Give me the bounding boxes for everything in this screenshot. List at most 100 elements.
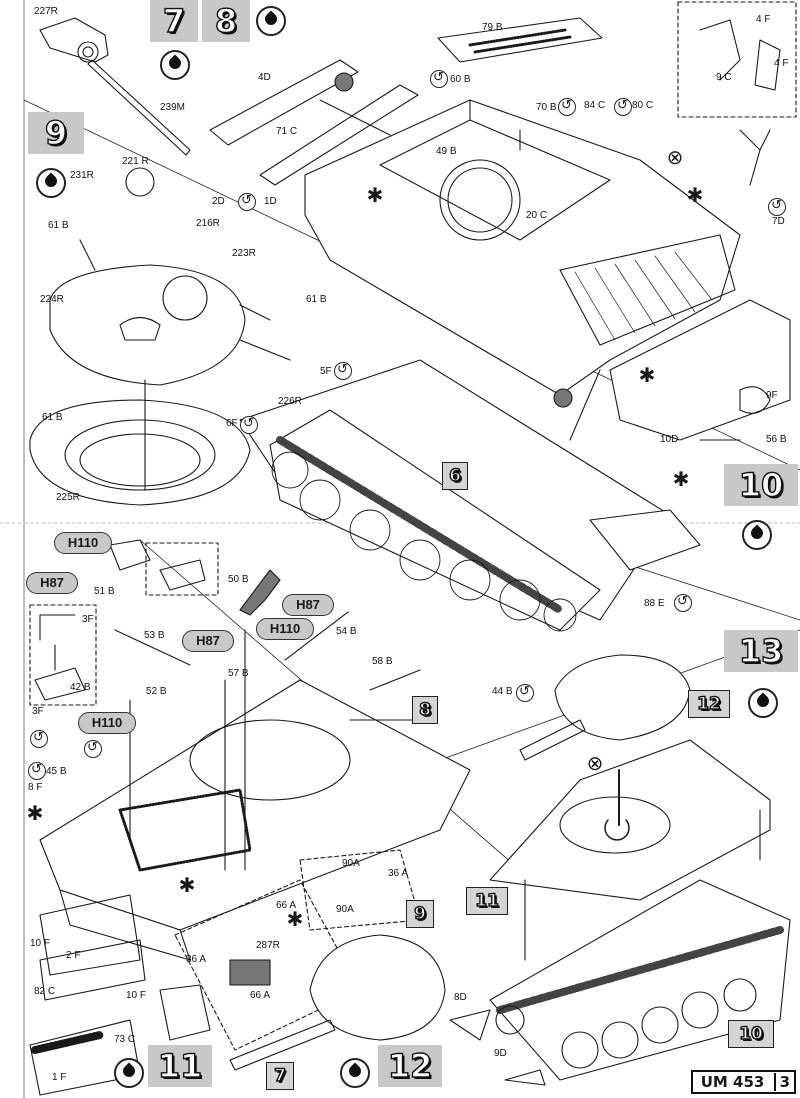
kit-code: UM 453 — [700, 1073, 765, 1091]
part-label: 61 B — [306, 294, 327, 305]
part-label: 60 B — [450, 74, 471, 85]
part-label: 56 B — [766, 434, 787, 445]
part-label: 79 B — [482, 22, 503, 33]
part-label: 84 C — [584, 100, 606, 111]
ref-step-6: 6 — [442, 462, 468, 490]
part-label: 8D — [454, 992, 467, 1003]
part-label: 61 B — [42, 412, 63, 423]
color-tag: H110 — [54, 532, 112, 554]
glue-circle-icon — [674, 593, 692, 612]
part-label: 1 F — [52, 1072, 67, 1083]
part-label: 2 F — [66, 950, 81, 961]
cement-star-icon: ✱ — [638, 365, 656, 387]
part-label: 221 R — [122, 156, 149, 167]
step-13-header: 13 — [724, 630, 798, 672]
step-11-header: 11 — [148, 1045, 212, 1087]
part-label: 4D — [258, 72, 271, 83]
page-number: 3 — [773, 1073, 790, 1091]
do-not-glue-icon: ⊗ — [586, 753, 604, 775]
part-label: 8 F — [28, 782, 43, 793]
part-label: 3F — [32, 706, 44, 717]
page-footer: UM 453 3 — [690, 1070, 796, 1094]
part-label: 9D — [494, 1048, 507, 1059]
part-label: 45 B — [46, 766, 67, 777]
part-label: 7D — [772, 216, 785, 227]
do-not-glue-icon: ⊗ — [666, 147, 684, 169]
part-label: 216R — [196, 218, 220, 229]
cement-star-icon: ✱ — [26, 803, 44, 825]
ref-step-8: 8 — [412, 696, 438, 724]
glue-drop-icon — [160, 50, 190, 80]
part-label: 54 B — [336, 626, 357, 637]
step-12-header: 12 — [378, 1045, 442, 1087]
part-label: 6F — [226, 418, 238, 429]
part-label: 58 B — [372, 656, 393, 667]
part-label: 5F — [320, 366, 332, 377]
glue-drop-icon — [36, 168, 66, 198]
part-label: 1D — [264, 196, 277, 207]
ref-step-10: 10 — [728, 1020, 774, 1048]
cement-star-icon: ✱ — [178, 875, 196, 897]
cement-star-icon: ✱ — [286, 909, 304, 931]
part-label: 224R — [40, 294, 64, 305]
part-label: 49 B — [436, 146, 457, 157]
part-label: 90A — [336, 904, 354, 915]
part-label: 66 A — [250, 990, 271, 1001]
part-label: 226R — [278, 396, 302, 407]
glue-drop-icon — [340, 1058, 370, 1088]
part-label: 82 C — [34, 986, 56, 997]
part-label: 287R — [256, 940, 280, 951]
glue-circle-icon — [238, 192, 256, 211]
part-label: 51 B — [94, 586, 115, 597]
glue-drop-icon — [256, 6, 286, 36]
ref-step-11: 11 — [466, 887, 508, 915]
part-label: 10 F — [126, 990, 147, 1001]
glue-circle-icon — [614, 97, 632, 116]
cement-star-icon: ✱ — [686, 185, 704, 207]
part-label: 20 C — [526, 210, 548, 221]
glue-drop-icon — [742, 520, 772, 550]
part-label: 36 A — [186, 954, 207, 965]
color-tag: H110 — [78, 712, 136, 734]
part-label: 10D — [660, 434, 679, 445]
glue-circle-icon — [28, 761, 46, 780]
part-label: 4 F — [774, 58, 789, 69]
step-10-header: 10 — [724, 464, 798, 506]
glue-circle-icon — [430, 69, 448, 88]
part-label: 239M — [160, 102, 186, 113]
part-label: 50 B — [228, 574, 249, 585]
part-label: 3F — [82, 614, 94, 625]
part-label: 53 B — [144, 630, 165, 641]
glue-circle-icon — [84, 739, 102, 758]
glue-circle-icon — [240, 415, 258, 434]
ref-step-9: 9 — [406, 900, 434, 928]
part-label: 73 C — [114, 1034, 136, 1045]
glue-drop-icon — [748, 688, 778, 718]
part-label: 52 B — [146, 686, 167, 697]
part-label: 4 F — [756, 14, 771, 25]
color-tag: H87 — [282, 594, 334, 616]
part-label: 61 B — [48, 220, 69, 231]
step-8-header: 8 — [202, 0, 250, 42]
color-tag: H87 — [26, 572, 78, 594]
part-label: 88 E — [644, 598, 665, 609]
glue-circle-icon — [768, 197, 786, 216]
step-7-header: 7 — [150, 0, 198, 42]
part-label: 223R — [232, 248, 256, 259]
color-tag: H87 — [182, 630, 234, 652]
ref-step-12: 12 — [688, 690, 730, 718]
glue-circle-icon — [334, 361, 352, 380]
glue-circle-icon — [558, 97, 576, 116]
glue-drop-icon — [114, 1058, 144, 1088]
part-label: 70 B — [536, 102, 557, 113]
part-label: 71 C — [276, 126, 298, 137]
part-label: 10 F — [30, 938, 51, 949]
part-label: 9 C — [716, 72, 732, 83]
part-label: 80 C — [632, 100, 654, 111]
part-label: 66 A — [276, 900, 297, 911]
part-label: 36 A — [388, 868, 409, 879]
step-9-header: 9 — [28, 112, 84, 154]
part-label: 42 B — [70, 682, 91, 693]
